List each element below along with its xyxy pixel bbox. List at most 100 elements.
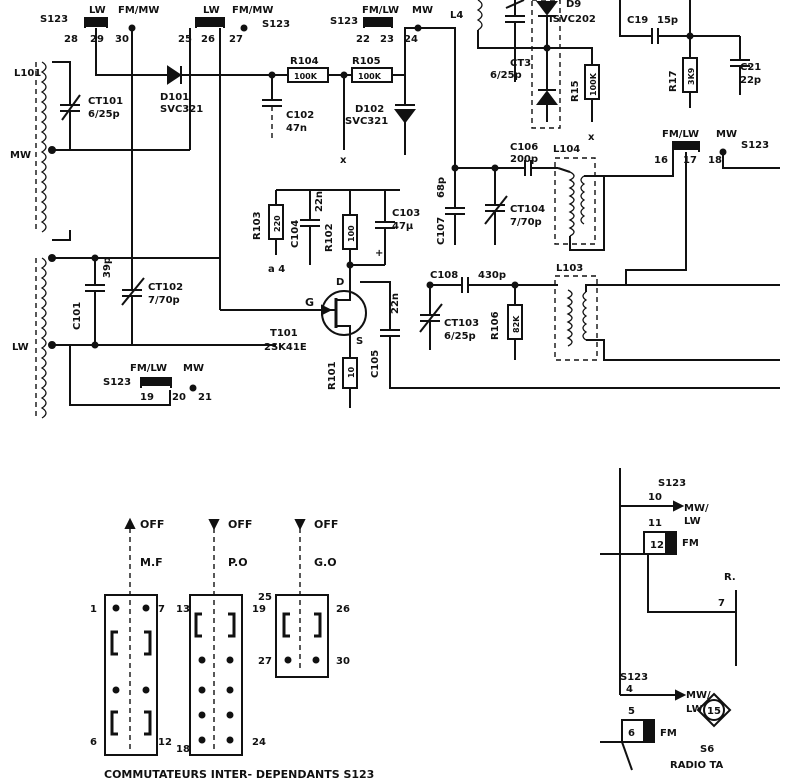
switch-block-go: OFF G.O 25 26 27 30 <box>258 518 350 678</box>
resistor-r15: R15 100K x <box>570 64 600 143</box>
capacitor-c108: C108 430p <box>430 270 558 293</box>
svg-text:1: 1 <box>90 604 97 615</box>
svg-text:12: 12 <box>650 540 664 551</box>
capacitor-c102: C102 47n <box>262 71 314 140</box>
radio-ta-label: RADIO TA <box>670 760 723 771</box>
svg-text:22n: 22n <box>390 293 401 314</box>
svg-text:C103: C103 <box>392 208 420 219</box>
svg-text:R17: R17 <box>668 70 679 92</box>
svg-text:C105: C105 <box>370 350 381 378</box>
svg-text:LW: LW <box>89 5 106 16</box>
svg-text:C19: C19 <box>627 15 648 26</box>
svg-text:C108: C108 <box>430 270 458 281</box>
svg-text:CT3: CT3 <box>510 58 531 69</box>
svg-text:15p: 15p <box>657 15 678 26</box>
svg-text:5: 5 <box>628 706 635 717</box>
trimmer-ct3: CT3 6/25p <box>490 0 531 82</box>
svg-text:100K: 100K <box>358 72 382 81</box>
coil-l104: L104 <box>553 144 605 251</box>
svg-text:17: 17 <box>683 155 697 166</box>
svg-text:47n: 47n <box>286 123 307 134</box>
svg-text:CT103: CT103 <box>444 318 479 329</box>
svg-text:24: 24 <box>404 34 418 45</box>
svg-text:R103: R103 <box>252 211 263 240</box>
svg-text:G: G <box>305 296 314 309</box>
switch-block-po: OFF P.O 13 18 19 24 <box>176 518 266 756</box>
svg-text:7: 7 <box>718 598 725 609</box>
svg-text:L4: L4 <box>450 10 463 21</box>
svg-text:68p: 68p <box>436 177 447 198</box>
svg-text:SVC321: SVC321 <box>345 116 388 127</box>
svg-text:L101: L101 <box>14 68 41 79</box>
svg-text:OFF: OFF <box>140 518 164 531</box>
coil-l4: L4 <box>450 0 548 49</box>
svg-text:S123: S123 <box>330 16 358 27</box>
svg-text:L104: L104 <box>553 144 580 155</box>
svg-text:7/70p: 7/70p <box>510 217 542 228</box>
coil-l103: L103 <box>554 263 780 361</box>
svg-text:x: x <box>588 132 595 143</box>
svg-text:SVC321: SVC321 <box>160 104 203 115</box>
svg-text:18: 18 <box>708 155 722 166</box>
svg-text:S123: S123 <box>262 19 290 30</box>
svg-text:FM: FM <box>660 728 677 739</box>
svg-text:22p: 22p <box>740 75 761 86</box>
switch-s123-4-6: S123 4 MW/ LW 5 6 FM <box>600 672 711 771</box>
svg-text:FM/LW: FM/LW <box>662 129 699 140</box>
s6-label: S6 <box>700 744 714 755</box>
svg-text:26: 26 <box>336 604 350 615</box>
svg-text:10: 10 <box>347 366 356 378</box>
capacitor-c107: 68p C107 <box>436 168 465 245</box>
svg-text:S123: S123 <box>658 478 686 489</box>
svg-text:39p: 39p <box>102 257 113 278</box>
svg-text:19: 19 <box>140 392 154 403</box>
svg-text:OFF: OFF <box>314 518 338 531</box>
svg-text:x: x <box>340 155 347 166</box>
svg-text:LW: LW <box>203 5 220 16</box>
trimmer-ct103: CT103 6/25p <box>419 285 479 350</box>
svg-text:a 4: a 4 <box>268 264 285 275</box>
svg-text:CT101: CT101 <box>88 96 123 107</box>
svg-text:LW: LW <box>12 342 29 353</box>
svg-text:C104: C104 <box>290 220 301 248</box>
svg-text:4: 4 <box>626 684 633 695</box>
svg-text:3K9: 3K9 <box>687 67 696 85</box>
diode-d102: x D102 SVC321 <box>340 71 416 166</box>
trimmer-ct104: CT104 7/70p <box>484 164 545 245</box>
svg-text:C106: C106 <box>510 142 538 153</box>
svg-text:+: + <box>375 248 383 259</box>
reference-badge-15: 15 <box>696 692 732 728</box>
svg-text:R15: R15 <box>570 80 581 102</box>
svg-text:2SK41E: 2SK41E <box>264 342 307 353</box>
svg-text:C21: C21 <box>740 62 761 73</box>
svg-text:D102: D102 <box>355 104 384 115</box>
svg-text:P.O: P.O <box>228 556 248 569</box>
svg-text:L103: L103 <box>556 263 583 274</box>
svg-text:82K: 82K <box>512 315 521 333</box>
transistor-t101: G D S T101 2SK41E <box>264 277 367 353</box>
capacitor-c19: C19 15p <box>627 0 740 58</box>
trimmer-ct101: CT101 6/25p <box>60 75 123 150</box>
svg-text:MW/: MW/ <box>686 690 711 701</box>
capacitor-c103: C103 47µ + <box>375 190 420 265</box>
svg-text:MW: MW <box>412 5 433 16</box>
svg-text:FM/MW: FM/MW <box>118 5 159 16</box>
svg-text:100K: 100K <box>589 72 598 96</box>
switch-s123-19-21: FM/LW MW S123 19 20 21 <box>69 345 212 406</box>
resistor-r105: R105 100K <box>351 56 393 83</box>
svg-text:25: 25 <box>258 592 272 603</box>
svg-text:CT102: CT102 <box>148 282 183 293</box>
capacitor-c105: 22n C105 <box>360 281 780 389</box>
resistor-r17: R17 3K9 <box>668 57 698 108</box>
svg-text:18: 18 <box>176 744 190 755</box>
switch-caption: COMMUTATEURS INTER- DEPENDANTS S123 <box>104 768 374 781</box>
resistor-r101: R101 10 <box>327 345 358 408</box>
svg-text:16: 16 <box>654 155 668 166</box>
svg-text:OFF: OFF <box>228 518 252 531</box>
svg-text:MW/: MW/ <box>684 503 709 514</box>
svg-text:6/25p: 6/25p <box>88 109 120 120</box>
svg-text:19: 19 <box>252 604 266 615</box>
svg-text:R101: R101 <box>327 361 338 390</box>
svg-text:26: 26 <box>201 34 215 45</box>
